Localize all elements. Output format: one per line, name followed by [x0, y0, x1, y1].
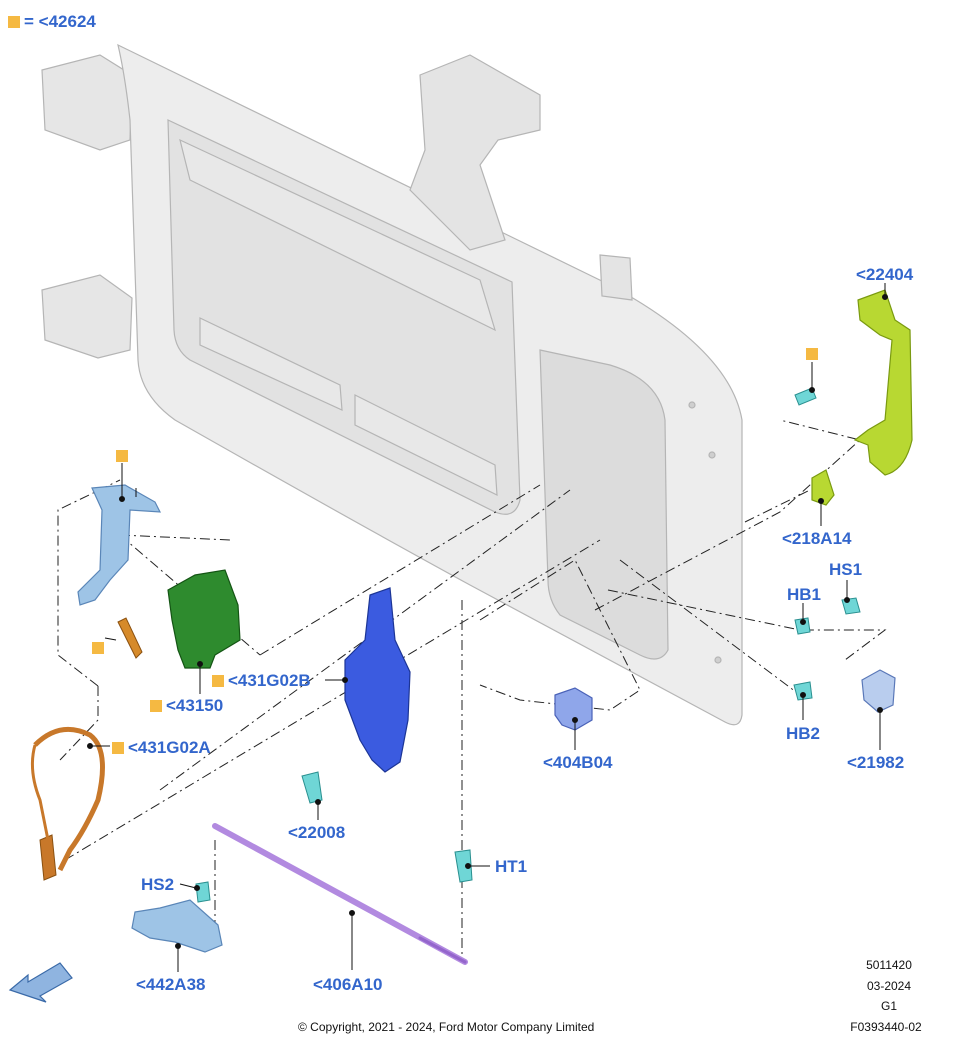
release-cable-end: [39, 834, 57, 881]
label-431G02A: <431G02A: [112, 738, 211, 758]
gas-strut-rod: [418, 936, 467, 964]
fasteners: [195, 387, 861, 903]
latch-pin-part: [117, 617, 143, 659]
panel-hole-1: [688, 401, 696, 409]
label-leaders: [87, 283, 888, 972]
door-check-part: [554, 687, 593, 731]
upper-hinge: [41, 54, 133, 151]
label-43150: <43150: [150, 696, 223, 716]
label-hb1: HB1: [787, 585, 822, 604]
striker-part: [861, 669, 896, 713]
rear-post: [599, 254, 633, 301]
label-22404: <22404: [856, 265, 914, 284]
latch-bracket-part: [77, 484, 162, 606]
label-406A10: <406A10: [313, 975, 383, 994]
door-panel-assembly: [41, 43, 743, 726]
strut-bracket-part: [131, 899, 223, 953]
doc-number: 5011420: [866, 958, 912, 972]
label-404B04: <404B04: [543, 753, 613, 772]
doc-date: 03-2024: [866, 979, 912, 993]
label-442A38: <442A38: [136, 975, 206, 994]
marker-handle-bolt-icon: [806, 348, 818, 360]
label-431G02B-text: <431G02B: [228, 671, 311, 690]
mounting-arm: [409, 54, 541, 251]
label-431G02B: <431G02B: [212, 671, 311, 691]
release-cable-loop: [30, 744, 50, 841]
panel-rib-lower-2: [354, 394, 498, 496]
legend-marker-icon: [8, 16, 20, 28]
panel-hole-3: [714, 656, 722, 664]
panel-rib-lower-1: [199, 317, 343, 411]
label-218A14: <218A14: [782, 529, 852, 548]
handle-recess: [539, 349, 669, 660]
marker-431G02B-icon: [212, 675, 224, 687]
marker-43150-icon: [150, 700, 162, 712]
label-431G02A-text: <431G02A: [128, 738, 211, 757]
front-direction-arrow-icon: [8, 962, 73, 1003]
panel-hole-2: [708, 451, 716, 459]
figure-code: F0393440-02: [850, 1020, 922, 1034]
exterior-handle-part: [853, 289, 913, 476]
label-hs2: HS2: [141, 875, 175, 894]
label-ht1: HT1: [495, 857, 528, 876]
bolt-22008: [301, 771, 323, 804]
label-43150-text: <43150: [166, 696, 224, 715]
door-latch-part: [167, 569, 241, 669]
doc-revision: G1: [880, 999, 897, 1013]
handle-seal-part: [811, 469, 835, 506]
legend: = <42624: [8, 12, 96, 32]
label-22008: <22008: [288, 823, 346, 842]
release-cable-part: [33, 726, 105, 872]
lower-hinge: [41, 274, 133, 359]
label-hb2: HB2: [786, 724, 821, 743]
bolt-hb2: [793, 681, 813, 701]
panel-rib-upper: [179, 138, 496, 332]
marker-bracket-icon: [116, 450, 128, 462]
marker-pin-icon: [92, 642, 104, 654]
label-hs1: HS1: [829, 560, 863, 579]
copyright-text: © Copyright, 2021 - 2024, Ford Motor Com…: [298, 1020, 595, 1034]
legend-text: = <42624: [24, 12, 96, 31]
label-21982: <21982: [847, 753, 905, 772]
door-actuator-part: [344, 587, 411, 773]
bolt-hs2: [195, 881, 211, 903]
marker-431G02A-icon: [112, 742, 124, 754]
bolt-hb1: [794, 617, 811, 635]
bolt-ht1: [454, 849, 473, 883]
